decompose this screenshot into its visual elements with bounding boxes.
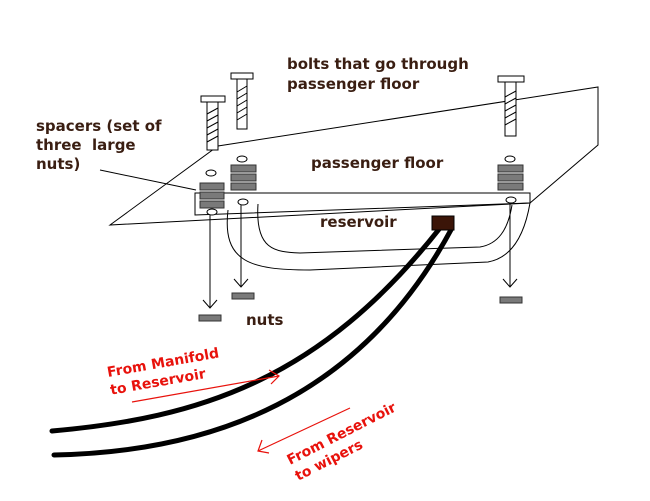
bolts-label-line1: bolts that go through [287,55,469,73]
spacer-stack-right [497,164,524,191]
spacers-label-line1: spacers (set of [36,117,162,135]
bolt-left [200,95,226,151]
hose-to-wipers [51,225,455,458]
nut-right [499,296,523,304]
reservoir-outline [226,202,531,271]
passenger-floor-label: passenger floor [311,154,444,172]
nut-middle [231,292,255,300]
bolt-hole-middle [236,155,248,163]
nut-left [198,314,222,322]
bolt-middle [230,72,254,130]
bolts-label-line2: passenger floor [287,75,420,93]
projection-arrows [202,203,518,309]
spacers-label-line3: nuts) [36,155,80,173]
passenger-floor-plate [108,86,599,226]
spacers-label-line2: three large [36,136,136,154]
bolt-right [497,75,525,137]
flow-arrow-to-wipers [257,407,351,454]
reservoir-fitting [431,215,455,231]
flange-hole-right [505,196,517,204]
nuts-label: nuts [246,311,284,329]
reservoir-label: reservoir [320,213,397,231]
bolt-hole-left [205,169,217,177]
spacer-stack-middle [230,164,257,191]
flow-arrow-to-reservoir [131,369,280,403]
flange-hole-middle [237,198,249,206]
spacers-leader-line [99,169,197,191]
spacer-stack-left [199,182,225,209]
reservoir-inner-outline [257,203,513,254]
bolt-hole-right [504,155,516,163]
hose-from-manifold [49,225,443,434]
flange-hole-left [206,208,218,216]
